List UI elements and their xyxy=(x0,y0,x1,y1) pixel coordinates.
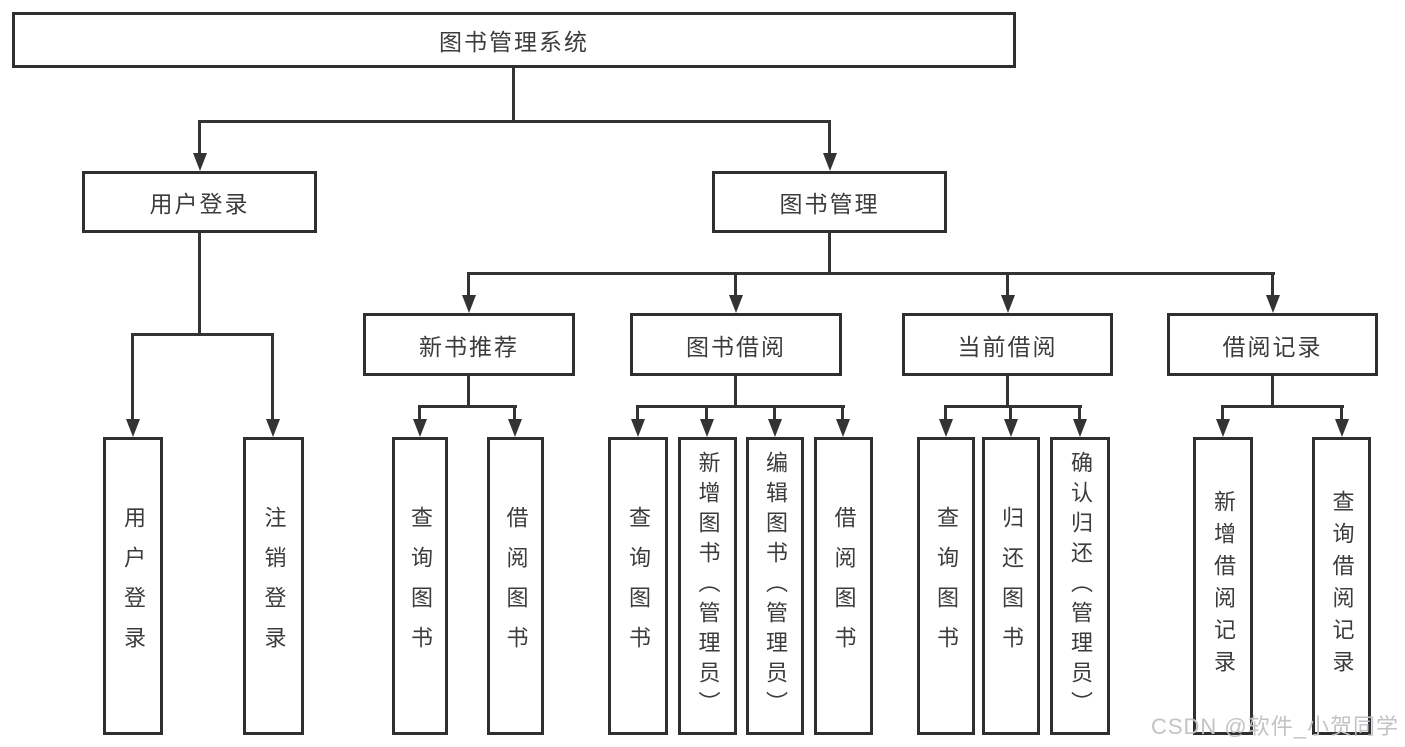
leaf-confirm-return-admin: 确认归还（管理员） xyxy=(1050,437,1110,735)
leaf-borrow-books-2: 借阅图书 xyxy=(814,437,873,735)
arrowhead-user-login xyxy=(193,153,207,171)
node-book-borrow: 图书借阅 xyxy=(630,313,842,376)
connector-user-login-stem xyxy=(198,233,201,335)
connector-drop-borrow-books-1 xyxy=(513,405,516,419)
connector-new-book-stem xyxy=(467,376,470,407)
connector-drop-edit-book xyxy=(773,405,776,419)
connector-current-borrow-stem xyxy=(1006,376,1009,407)
arrowhead-edit-book xyxy=(768,419,782,437)
arrowhead-borrow-records xyxy=(1266,295,1280,313)
leaf-edit-book-admin-label: 编辑图书（管理员） xyxy=(763,451,788,721)
leaf-add-borrow-record-label: 新增借阅记录 xyxy=(1211,490,1236,682)
connector-borrow-records-branch xyxy=(1221,405,1344,408)
connector-root-branch xyxy=(199,120,831,123)
connector-drop-query-books-1 xyxy=(418,405,421,419)
arrowhead-leaf-logout xyxy=(266,419,280,437)
connector-book-management-branch xyxy=(468,272,1275,275)
connector-drop-query-books-3 xyxy=(944,405,947,419)
connector-drop-add-book xyxy=(705,405,708,419)
node-root-label: 图书管理系统 xyxy=(439,29,589,55)
leaf-query-books-2: 查询图书 xyxy=(608,437,668,735)
node-root: 图书管理系统 xyxy=(12,12,1016,68)
connector-drop-query-borrow-record xyxy=(1340,405,1343,419)
arrowhead-borrow-books-2 xyxy=(836,419,850,437)
leaf-query-borrow-record-label: 查询借阅记录 xyxy=(1329,490,1355,682)
arrowhead-query-books-1 xyxy=(413,419,427,437)
leaf-return-books-label: 归还图书 xyxy=(999,506,1024,666)
connector-drop-add-borrow-record xyxy=(1221,405,1224,419)
node-current-borrow-label: 当前借阅 xyxy=(957,333,1058,360)
connector-drop-leaf-logout xyxy=(271,333,274,419)
node-new-book-recommend: 新书推荐 xyxy=(363,313,575,376)
arrowhead-leaf-user-login xyxy=(126,419,140,437)
connector-book-borrow-stem xyxy=(734,376,737,407)
node-book-management: 图书管理 xyxy=(712,171,947,233)
leaf-query-books-1: 查询图书 xyxy=(392,437,448,735)
node-new-book-recommend-label: 新书推荐 xyxy=(419,333,519,360)
connector-book-management-stem xyxy=(828,233,831,274)
arrowhead-add-borrow-record xyxy=(1216,419,1230,437)
leaf-add-book-admin: 新增图书（管理员） xyxy=(678,437,737,735)
node-user-login-label: 用户登录 xyxy=(149,191,250,217)
leaf-user-login-label: 用户登录 xyxy=(121,506,146,666)
arrowhead-add-book xyxy=(700,419,714,437)
leaf-logout: 注销登录 xyxy=(243,437,304,735)
leaf-add-borrow-record: 新增借阅记录 xyxy=(1193,437,1253,735)
leaf-add-book-admin-label: 新增图书（管理员） xyxy=(695,451,721,721)
arrowhead-current-borrow xyxy=(1001,295,1015,313)
leaf-return-books: 归还图书 xyxy=(982,437,1040,735)
leaf-edit-book-admin: 编辑图书（管理员） xyxy=(746,437,804,735)
leaf-borrow-books-2-label: 借阅图书 xyxy=(831,506,857,666)
leaf-query-books-3-label: 查询图书 xyxy=(934,506,959,666)
leaf-logout-label: 注销登录 xyxy=(261,506,287,666)
connector-drop-current-borrow xyxy=(1006,272,1009,295)
arrowhead-query-borrow-record xyxy=(1335,419,1349,437)
csdn-watermark: CSDN @软件_小贺同学 xyxy=(1150,714,1399,739)
arrowhead-borrow-books-1 xyxy=(508,419,522,437)
leaf-borrow-books-1-label: 借阅图书 xyxy=(503,506,529,666)
leaf-query-books-2-label: 查询图书 xyxy=(626,506,651,666)
connector-current-borrow-branch xyxy=(944,405,1082,408)
node-borrow-records: 借阅记录 xyxy=(1167,313,1378,376)
connector-drop-borrow-books-2 xyxy=(841,405,844,419)
leaf-query-borrow-record: 查询借阅记录 xyxy=(1312,437,1371,735)
connector-drop-leaf-user-login xyxy=(131,333,134,419)
connector-user-login-branch xyxy=(132,333,274,336)
leaf-query-books-3: 查询图书 xyxy=(917,437,975,735)
connector-drop-new-book-recommend xyxy=(467,272,470,295)
arrowhead-book-borrow xyxy=(729,295,743,313)
connector-book-borrow-branch xyxy=(636,405,845,408)
node-borrow-records-label: 借阅记录 xyxy=(1222,333,1323,360)
connector-drop-return-books xyxy=(1009,405,1012,419)
leaf-query-books-1-label: 查询图书 xyxy=(408,506,433,666)
connector-drop-user-login xyxy=(198,120,201,153)
connector-borrow-records-stem xyxy=(1271,376,1274,407)
node-current-borrow: 当前借阅 xyxy=(902,313,1113,376)
node-user-login: 用户登录 xyxy=(82,171,317,233)
node-book-borrow-label: 图书借阅 xyxy=(686,333,786,360)
connector-new-book-branch xyxy=(418,405,517,408)
node-book-management-label: 图书管理 xyxy=(779,191,880,217)
connector-drop-confirm-return xyxy=(1078,405,1081,419)
connector-drop-borrow-records xyxy=(1271,272,1274,295)
arrowhead-book-management xyxy=(823,153,837,171)
leaf-user-login: 用户登录 xyxy=(103,437,163,735)
connector-root-stem xyxy=(512,68,515,122)
arrowhead-confirm-return xyxy=(1073,419,1087,437)
arrowhead-return-books xyxy=(1004,419,1018,437)
arrowhead-new-book-recommend xyxy=(462,295,476,313)
connector-drop-book-management xyxy=(828,120,831,153)
leaf-borrow-books-1: 借阅图书 xyxy=(487,437,544,735)
connector-drop-book-borrow xyxy=(734,272,737,295)
connector-drop-query-books-2 xyxy=(636,405,639,419)
arrowhead-query-books-3 xyxy=(939,419,953,437)
arrowhead-query-books-2 xyxy=(631,419,645,437)
leaf-confirm-return-admin-label: 确认归还（管理员） xyxy=(1068,451,1093,721)
